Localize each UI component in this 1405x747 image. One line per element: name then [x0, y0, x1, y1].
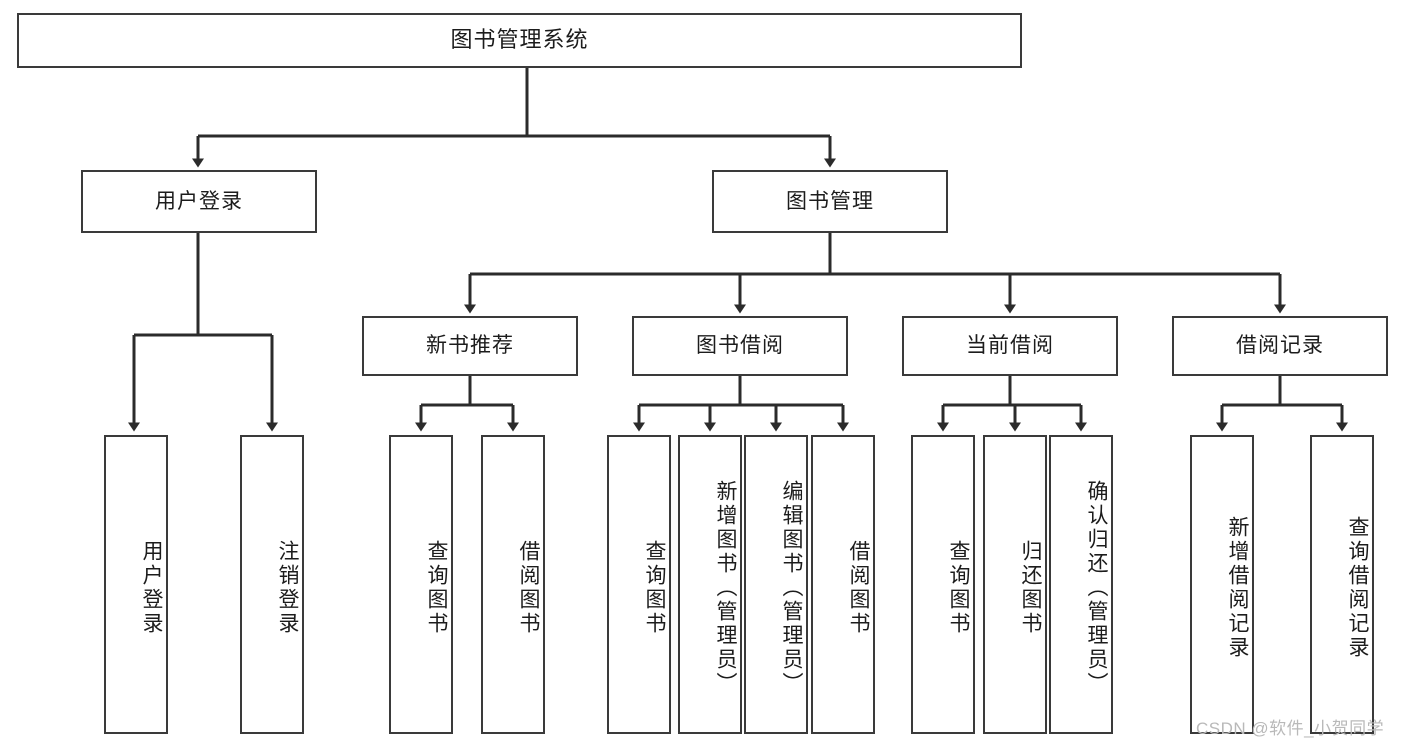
node-root[interactable]: 图书管理系统	[17, 13, 1022, 68]
leaf-borrow-book-2-label: 借阅图书	[847, 539, 870, 636]
node-current-borrow-label: 当前借阅	[966, 334, 1054, 358]
leaf-query-book-2-label: 查询图书	[643, 539, 666, 636]
leaf-query-record-label: 查询借阅记录	[1346, 515, 1369, 660]
leaf-add-book-label: 新增图书（管理员）	[714, 479, 737, 696]
leaf-query-record[interactable]: 查询借阅记录	[1310, 435, 1374, 734]
leaf-return-book-label: 归还图书	[1019, 539, 1042, 636]
node-book-borrow[interactable]: 图书借阅	[632, 316, 848, 376]
leaf-confirm-return[interactable]: 确认归还（管理员）	[1049, 435, 1113, 734]
node-book-manage[interactable]: 图书管理	[712, 170, 948, 233]
node-new-book-recommend[interactable]: 新书推荐	[362, 316, 578, 376]
leaf-user-login-label: 用户登录	[140, 539, 163, 636]
leaf-borrow-book-1-label: 借阅图书	[517, 539, 540, 636]
leaf-add-book[interactable]: 新增图书（管理员）	[678, 435, 742, 734]
leaf-add-record-label: 新增借阅记录	[1226, 515, 1249, 660]
node-user-login-label: 用户登录	[155, 189, 243, 213]
node-book-manage-label: 图书管理	[786, 189, 874, 213]
leaf-user-login[interactable]: 用户登录	[104, 435, 168, 734]
leaf-query-book-2[interactable]: 查询图书	[607, 435, 671, 734]
leaf-confirm-return-label: 确认归还（管理员）	[1085, 479, 1108, 696]
leaf-return-book[interactable]: 归还图书	[983, 435, 1047, 734]
node-borrow-record-label: 借阅记录	[1236, 334, 1324, 358]
leaf-user-logout[interactable]: 注销登录	[240, 435, 304, 734]
leaf-query-book-3-label: 查询图书	[947, 539, 970, 636]
leaf-add-record[interactable]: 新增借阅记录	[1190, 435, 1254, 734]
leaf-borrow-book-1[interactable]: 借阅图书	[481, 435, 545, 734]
node-current-borrow[interactable]: 当前借阅	[902, 316, 1118, 376]
node-root-label: 图书管理系统	[450, 27, 589, 53]
node-book-borrow-label: 图书借阅	[696, 334, 784, 358]
watermark: CSDN @软件_小贺同学	[1196, 719, 1385, 738]
leaf-query-book-1-label: 查询图书	[425, 539, 448, 636]
leaf-query-book-1[interactable]: 查询图书	[389, 435, 453, 734]
node-new-book-recommend-label: 新书推荐	[426, 334, 514, 358]
leaf-borrow-book-2[interactable]: 借阅图书	[811, 435, 875, 734]
leaf-user-logout-label: 注销登录	[276, 539, 299, 636]
node-user-login[interactable]: 用户登录	[81, 170, 317, 233]
leaf-edit-book[interactable]: 编辑图书（管理员）	[744, 435, 808, 734]
leaf-edit-book-label: 编辑图书（管理员）	[780, 479, 803, 696]
node-borrow-record[interactable]: 借阅记录	[1172, 316, 1388, 376]
leaf-query-book-3[interactable]: 查询图书	[911, 435, 975, 734]
